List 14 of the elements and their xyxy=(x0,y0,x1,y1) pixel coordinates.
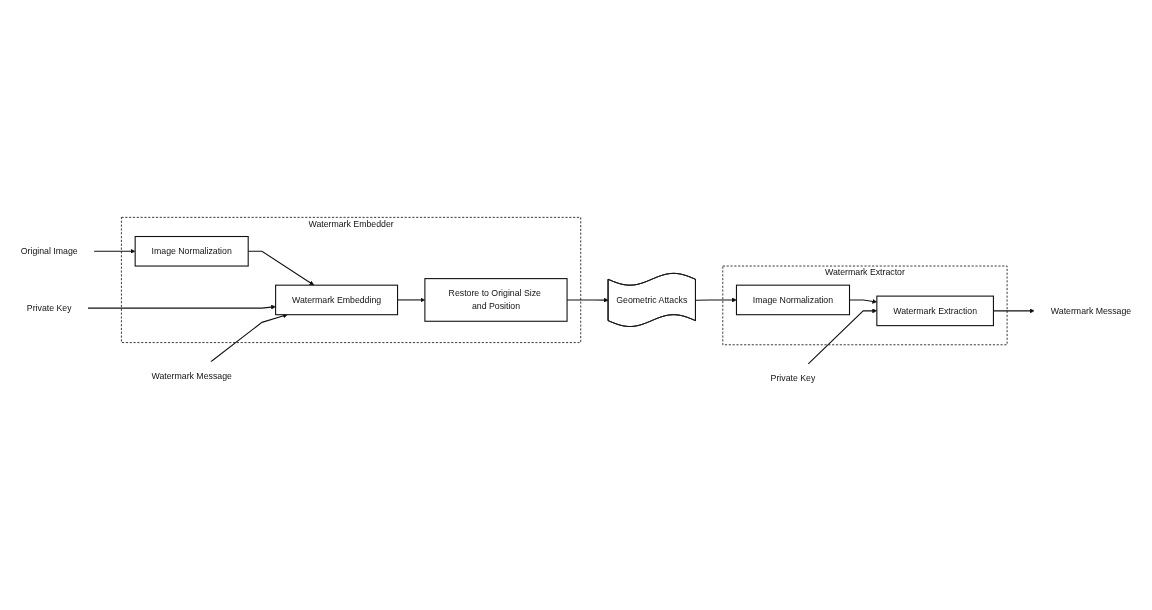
node-text: Watermark Message xyxy=(151,371,232,381)
arrow xyxy=(210,313,288,362)
node-text: Original Image xyxy=(20,245,78,256)
node-box: Image Normalization xyxy=(735,284,851,315)
arrow xyxy=(93,248,136,254)
node-box: Watermark Extraction xyxy=(876,295,994,326)
node-box: Restore to Original Size and Position xyxy=(424,277,568,322)
arrow xyxy=(695,297,737,302)
arrow xyxy=(87,304,276,310)
node-box: Watermark Embedding xyxy=(275,284,399,315)
node-box: Image Normalization xyxy=(134,235,249,267)
node-text: Private Key xyxy=(26,302,72,313)
node-text: Watermark Message xyxy=(1050,305,1132,315)
node-text: Private Key xyxy=(770,373,816,383)
